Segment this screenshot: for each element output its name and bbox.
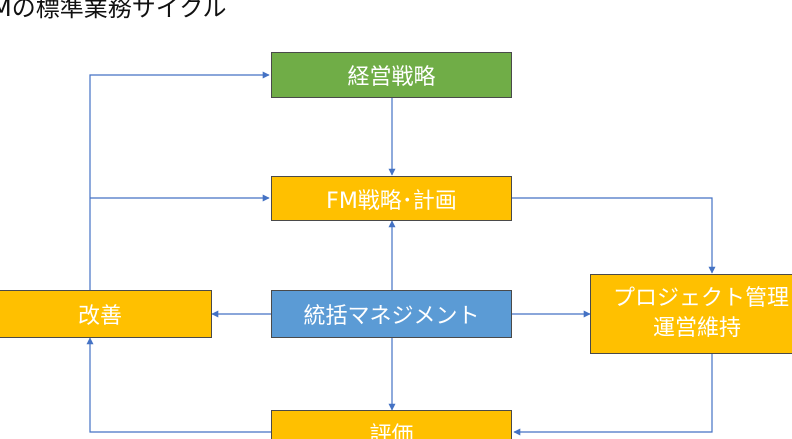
node-project-operation: プロジェクト管理 運営維持 — [590, 274, 792, 354]
diagram-title: Mの標準業務サイクル — [0, 0, 227, 22]
node-project-operation-line2: 運営維持 — [653, 316, 742, 341]
arrow-evaluate-to-improve — [86, 337, 271, 433]
arrow-plan-to-project — [512, 197, 716, 274]
node-management-strategy: 経営戦略 — [271, 52, 512, 98]
node-fm-strategy-plan: FM戦略･計画 — [271, 176, 512, 221]
node-evaluation: 評価 — [271, 410, 512, 439]
node-improvement: 改善 — [0, 290, 212, 338]
node-general-management-label: 統括マネジメント — [303, 304, 480, 329]
node-project-operation-line1: プロジェクト管理 — [613, 286, 790, 311]
node-fm-strategy-plan-label: FM戦略･計画 — [326, 188, 457, 214]
arrow-improve-to-strategy — [89, 71, 270, 290]
node-improvement-label: 改善 — [77, 304, 122, 329]
arrow-project-to-evaluate — [513, 354, 713, 436]
node-management-strategy-label: 経営戦略 — [347, 65, 436, 90]
node-general-management: 統括マネジメント — [271, 290, 512, 338]
node-evaluation-label: 評価 — [369, 423, 414, 439]
